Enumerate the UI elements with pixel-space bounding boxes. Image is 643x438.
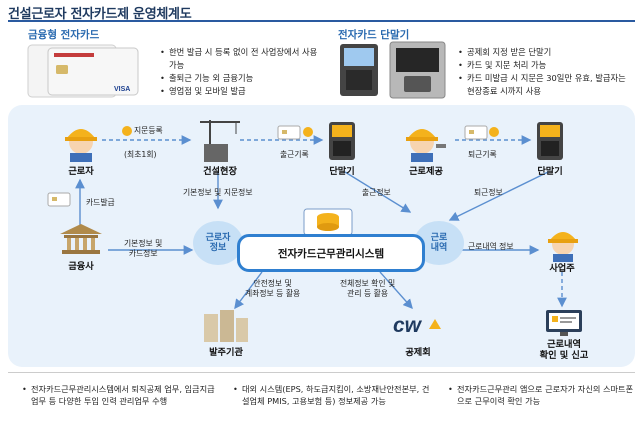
system-label: 전자카드근무관리시스템 xyxy=(277,247,385,260)
employer-icon xyxy=(548,232,578,262)
node-terminal1: 단말기 xyxy=(329,166,355,177)
terminal1-icon xyxy=(329,122,355,160)
worker-icon xyxy=(65,129,97,162)
edge-commute-out: 퇴근기록 xyxy=(468,150,497,159)
server-icon xyxy=(303,208,353,236)
buildings-icon xyxy=(204,310,248,342)
node-terminal2: 단말기 xyxy=(537,166,563,177)
terminal-device-image xyxy=(340,41,446,99)
node-provide-work: 근로제공 xyxy=(409,166,443,177)
footnote-divider xyxy=(8,372,635,373)
terminal-bullet: 카드 미발급 시 지문은 30일만 유효, 발급자는 현장종료 시까지 사용 xyxy=(458,72,636,98)
card-bullet: 한번 발급 시 등록 없이 전 사업장에서 사용 가능 xyxy=(160,46,320,72)
card-icon-group xyxy=(47,125,499,207)
cw-logo-mark xyxy=(429,319,441,329)
edge-work-info: 근로내역 정보 xyxy=(468,242,514,251)
card-section-heading: 금융형 전자카드 xyxy=(28,29,100,41)
footnote-item: 전자카드근무관리 앱으로 근로자가 자신의 스마트폰으로 근무이력 확인 가능 xyxy=(448,383,634,407)
node-client: 발주기관 xyxy=(209,347,243,358)
edge-total-info: 전체정보 확인 및 관리 등 활용 xyxy=(340,279,396,298)
footnote-2: 대외 시스템(EPS, 하도급지킴이, 소방재난안전본부, 건설업체 PMIS,… xyxy=(233,383,433,407)
worker-tool-icon xyxy=(406,129,446,162)
terminal-bullet: 카드 및 지문 처리 가능 xyxy=(458,59,636,72)
cw-logo-text: cw xyxy=(393,314,422,337)
node-worker: 근로자 xyxy=(68,166,94,177)
footnote-item: 대외 시스템(EPS, 하도급지킴이, 소방재난안전본부, 건설업체 PMIS,… xyxy=(233,383,433,407)
terminal-bullet: 공제회 지정 받은 단말기 xyxy=(458,46,636,59)
terminal-bullets: 공제회 지정 받은 단말기 카드 및 지문 처리 가능 카드 미발급 시 지문은… xyxy=(458,46,636,98)
card-bullet: 영업점 및 모바일 발급 xyxy=(160,85,320,98)
edge-safety-info: 안전정보 및 계좌정보 등 활용 xyxy=(245,279,301,298)
bank-icon xyxy=(60,224,102,254)
edge-card-issue: 카드발급 xyxy=(86,198,115,207)
bubble-worker-info: 근로자 정보 xyxy=(193,221,243,265)
card-bullets: 한번 발급 시 등록 없이 전 사업장에서 사용 가능 출퇴근 기능 외 금융기… xyxy=(160,46,320,98)
footnote-3: 전자카드근무관리 앱으로 근로자가 자신의 스마트폰으로 근무이력 확인 가능 xyxy=(448,383,634,407)
node-bank: 금융사 xyxy=(68,261,94,272)
card-bullet: 출퇴근 기능 외 금융기능 xyxy=(160,72,320,85)
node-site: 건설현장 xyxy=(203,166,237,177)
bubble-work-history-label: 근로 내역 xyxy=(430,233,448,253)
footnote-item: 전자카드근무관리시스템에서 퇴직공제 업무, 임금지급 업무 등 다양한 투입 … xyxy=(22,383,218,407)
edge-basic-fingerprint: 기본정보 및 지문정보 xyxy=(183,188,253,197)
bubble-worker-info-label: 근로자 정보 xyxy=(205,233,231,253)
node-employer: 사업주 xyxy=(549,263,575,274)
node-cw: 공제회 xyxy=(405,347,431,358)
edge-fingerprint: 지문등록 xyxy=(134,126,163,135)
edge-commute-out-info: 퇴근정보 xyxy=(474,188,503,197)
system-box: 전자카드근무관리시스템 xyxy=(237,234,425,272)
edge-commute-in-info: 출근정보 xyxy=(362,188,391,197)
crane-icon xyxy=(200,120,240,162)
title-divider xyxy=(8,20,635,22)
visa-logo: VISA xyxy=(114,86,130,93)
edge-bank-info: 기본정보 및 카드정보 xyxy=(124,239,163,258)
page-title: 건설근로자 전자카드제 운영체계도 xyxy=(8,7,192,22)
edge-commute-in: 출근기록 xyxy=(280,150,309,159)
monitor-report-icon xyxy=(546,310,582,336)
edge-first-time: (최초1회) xyxy=(124,150,157,159)
node-report: 근로내역 확인 및 신고 xyxy=(539,339,589,361)
terminal-section-heading: 전자카드 단말기 xyxy=(338,29,410,41)
cw-logo: cw xyxy=(393,314,445,340)
electronic-card-image: VISA xyxy=(27,44,139,98)
terminal2-icon xyxy=(537,122,563,160)
footnote-1: 전자카드근무관리시스템에서 퇴직공제 업무, 임금지급 업무 등 다양한 투입 … xyxy=(22,383,218,407)
